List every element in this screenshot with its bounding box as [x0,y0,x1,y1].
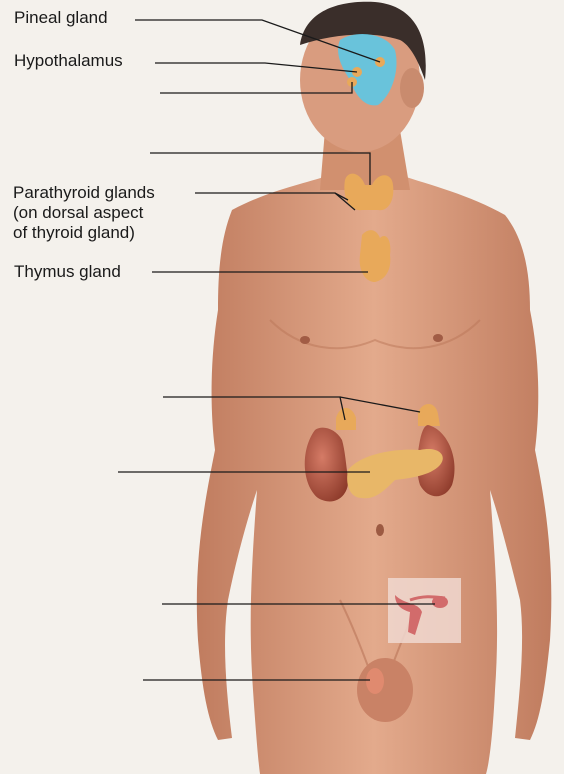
pineal-gland-label: Pineal gland [14,8,108,28]
parathyroid-label-line3: of thyroid gland) [13,223,155,243]
left-nipple [300,336,310,344]
right-nipple [433,334,443,342]
ovary-shape [432,596,448,608]
hypothalamus-label: Hypothalamus [14,51,123,71]
navel [376,524,384,536]
thymus-gland-label: Thymus gland [14,262,121,282]
parathyroid-label-line2: (on dorsal aspect [13,203,155,223]
parathyroid-label-line1: Parathyroid glands [13,183,155,203]
ear [400,68,424,108]
body-silhouette [197,2,552,774]
parathyroid-label: Parathyroid glands (on dorsal aspect of … [13,183,155,243]
thymus-shape [360,230,391,282]
testis-shape [366,668,384,694]
ovary-inset-box [388,578,461,643]
scrotum [357,658,413,722]
